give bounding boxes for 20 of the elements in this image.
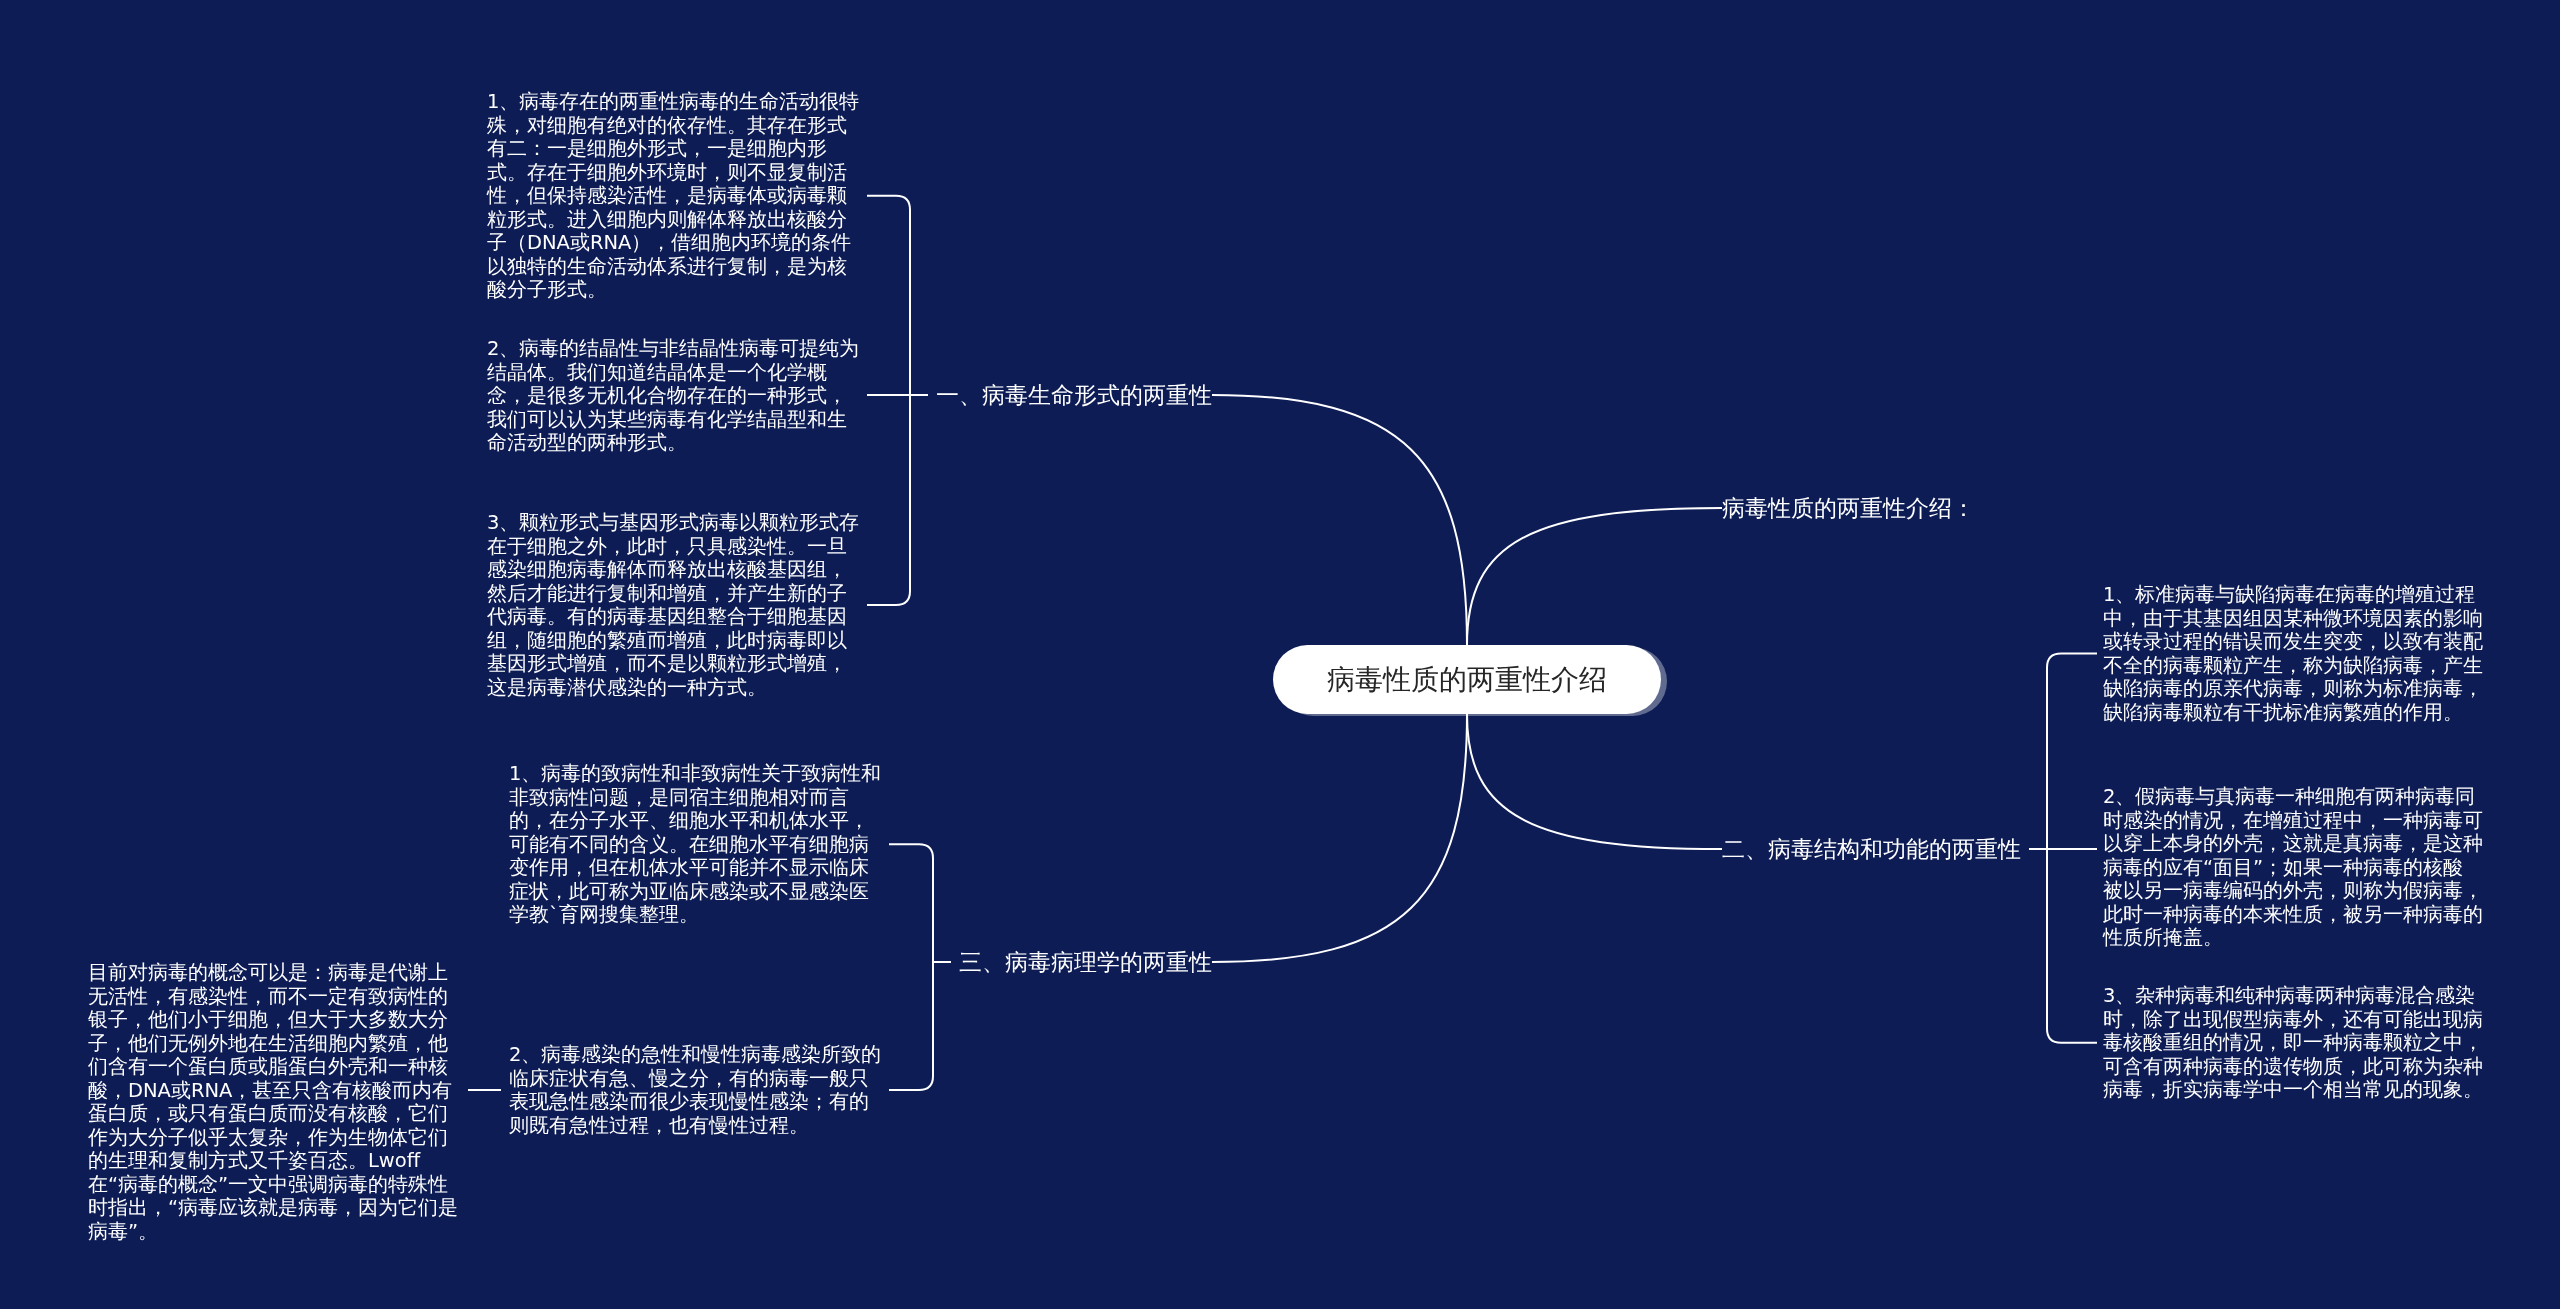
note-text: 1、病毒存在的两重性病毒的生命活动很特殊，对细胞有绝对的依存性。其存在形式有二：一是细胞外形式，一是细胞内形式。存在于细胞外环境时，则不显复制活性，但保持感染活性，是病毒体或病毒颗粒形式。进入细胞内则解体释放出核酸分子（DNA或RNA），借细胞内环境的条件以独特的生命活动体系进行复制，是为核酸分子形式。 bbox=[487, 90, 861, 302]
branch-label: 病毒性质的两重性介绍： bbox=[1722, 492, 1975, 524]
note-text: 目前对病毒的概念可以是：病毒是代谢上无活性，有感染性，而不一定有致病性的银子，他们小于细胞，但大于大多数大分子，他们无例外地在生活细胞内繁殖，他们含有一个蛋白质或脂蛋白外壳和一种核酸，DNA或RNA，甚至只含有核酸而内有蛋白质，或只有蛋白质而没有核酸，它们作为大分子似乎太复杂，作为生物体它们的生理和复制方式又千姿百态。Lwoff在“病毒的概念”一文中强调病毒的特殊性时指出，“病毒应该就是病毒，因为它们是病毒”。 bbox=[88, 961, 462, 1243]
note-text: 1、病毒的致病性和非致病性关于致病性和非致病性问题，是同宿主细胞相对而言的，在分子水平、细胞水平和机体水平，可能有不同的含义。在细胞水平有细胞病变作用，但在机体水平可能并不显示临床症状，此可称为亚临床感染或不显感染医学教`育网搜集整理。 bbox=[509, 762, 883, 927]
note-text: 3、颗粒形式与基因形式病毒以颗粒形式存在于细胞之外，此时，只具感染性。一旦感染细胞病毒解体而释放出核酸基因组，然后才能进行复制和增殖，并产生新的子代病毒。有的病毒基因组整合于细胞基因组，随细胞的繁殖而增殖，此时病毒即以基因形式增殖，而不是以颗粒形式增殖，这是病毒潜伏感染的一种方式。 bbox=[487, 511, 861, 699]
connector-line bbox=[467, 1089, 502, 1091]
branch-label: 二、病毒结构和功能的两重性 bbox=[1722, 833, 2021, 865]
topic-pill: 病毒性质的两重性介绍 bbox=[1273, 645, 1661, 714]
branch-label: 一、病毒生命形式的两重性 bbox=[936, 379, 1212, 411]
connector-line bbox=[866, 394, 929, 606]
note-text: 2、病毒感染的急性和慢性病毒感染所致的临床症状有急、慢之分，有的病毒一般只表现急性感染而很少表现慢性感染；有的则既有急性过程，也有慢性过程。 bbox=[509, 1043, 883, 1137]
note-text: 2、病毒的结晶性与非结晶性病毒可提纯为结晶体。我们知道结晶体是一个化学概念，是很多无机化合物存在的一种形式，我们可以认为某些病毒有化学结晶型和生命活动型的两种形式。 bbox=[487, 337, 861, 455]
connector-line bbox=[1466, 507, 1723, 646]
note-text: 3、杂种病毒和纯种病毒两种病毒混合感染时，除了出现假型病毒外，还有可能出现病毒核酸重组的情况，即一种病毒颗粒之中，可含有两种病毒的遗传物质，此可称为杂种病毒，折实病毒学中一个相当常见的现象。 bbox=[2103, 984, 2483, 1102]
note-text: 1、标准病毒与缺陷病毒在病毒的增殖过程中，由于其基因组因某种微环境因素的影响或转录过程的错误而发生突变，以致有装配不全的病毒颗粒产生，称为缺陷病毒，产生缺陷病毒的原亲代病毒，则称为标准病毒，缺陷病毒颗粒有干扰标准病繁殖的作用。 bbox=[2103, 583, 2483, 724]
connector-line bbox=[888, 961, 952, 1091]
connector-line bbox=[2028, 848, 2098, 1044]
note-text: 2、假病毒与真病毒一种细胞有两种病毒同时感染的情况，在增殖过程中，一种病毒可以穿上本身的外壳，这就是真病毒，是这种病毒的应有“面目”；如果一种病毒的核酸被以另一病毒编码的外壳，则称为假病毒，此时一种病毒的本来性质，被另一种病毒的性质所掩盖。 bbox=[2103, 785, 2483, 950]
connector-line bbox=[1466, 713, 1723, 850]
branch-label: 三、病毒病理学的两重性 bbox=[959, 946, 1212, 978]
